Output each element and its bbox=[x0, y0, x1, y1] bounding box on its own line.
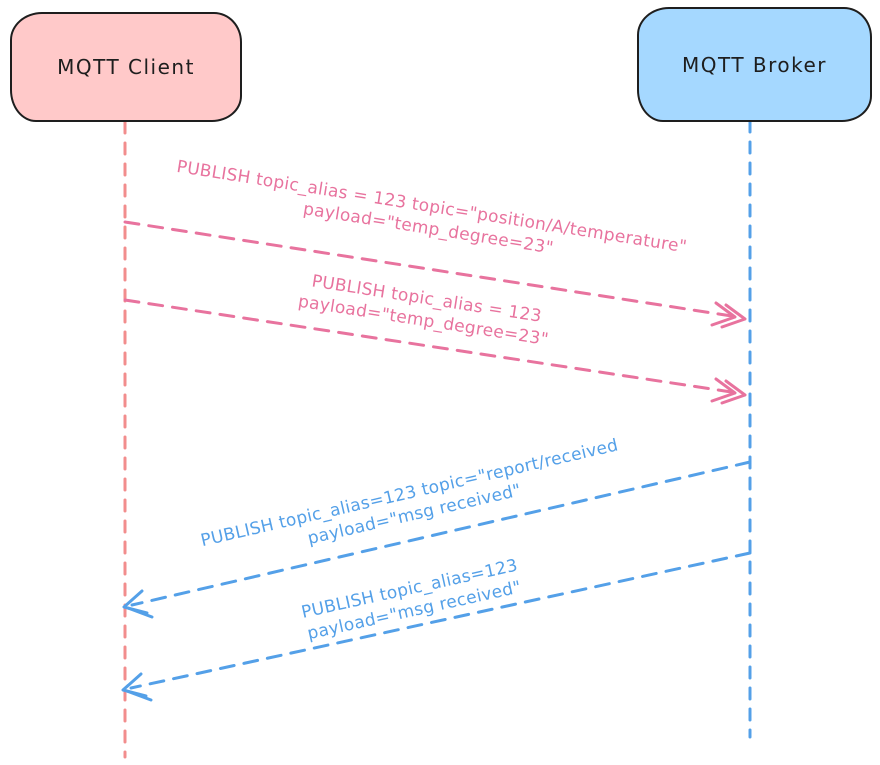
message-arrow-1 bbox=[123, 220, 740, 319]
arrowhead-right-icon bbox=[720, 379, 747, 405]
arrowhead-left-icon bbox=[125, 689, 153, 702]
message-arrow-3 bbox=[130, 460, 752, 607]
actor-box-mqtt-broker: MQTT Broker bbox=[637, 7, 872, 122]
arrowhead-left-icon bbox=[126, 606, 154, 619]
message-arrow-4 bbox=[129, 551, 752, 690]
arrowhead-right-icon bbox=[720, 303, 747, 329]
arrowhead-right-icon bbox=[710, 301, 737, 327]
actor-label: MQTT Broker bbox=[681, 52, 828, 77]
message-arrow-2 bbox=[123, 298, 740, 395]
actor-box-mqtt-client: MQTT Client bbox=[10, 12, 242, 122]
actor-label: MQTT Client bbox=[57, 55, 195, 79]
arrowhead-right-icon bbox=[710, 377, 737, 403]
